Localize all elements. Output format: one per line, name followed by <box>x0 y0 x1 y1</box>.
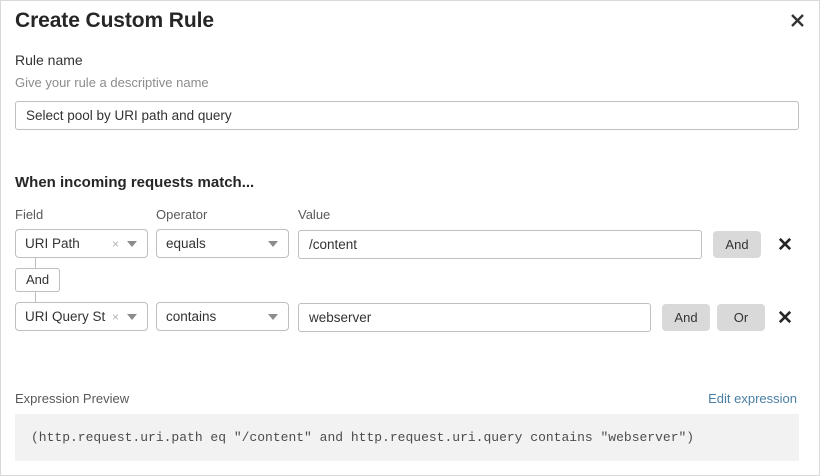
chevron-down-icon <box>268 240 278 247</box>
column-header-field: Field <box>15 207 44 222</box>
clear-icon[interactable]: × <box>111 236 119 251</box>
operator-select-value-row-2: contains <box>166 309 217 324</box>
edit-expression-link[interactable]: Edit expression <box>708 391 797 406</box>
expression-preview-box: (http.request.uri.path eq "/content" and… <box>15 414 799 461</box>
expression-preview-label: Expression Preview <box>15 391 130 406</box>
column-header-operator: Operator <box>156 207 208 222</box>
close-icon <box>778 237 792 251</box>
field-select-value-row-1: URI Path <box>25 236 80 251</box>
and-button-row-2[interactable]: And <box>662 304 710 331</box>
operator-select-value-row-1: equals <box>166 236 206 251</box>
close-icon <box>790 13 805 28</box>
close-button[interactable] <box>784 7 810 33</box>
or-button-row-2[interactable]: Or <box>717 304 765 331</box>
rule-name-input[interactable] <box>15 101 799 130</box>
delete-condition-button-row-1[interactable] <box>775 234 795 254</box>
rule-name-label: Rule name <box>15 52 83 68</box>
field-select-value-row-2: URI Query St... <box>25 309 106 324</box>
field-select-row-2[interactable]: URI Query St... × <box>15 302 148 331</box>
chevron-down-icon <box>268 313 278 320</box>
field-select-row-1[interactable]: URI Path × <box>15 229 148 258</box>
close-icon <box>778 310 792 324</box>
expression-preview-text: (http.request.uri.path eq "/content" and… <box>31 430 695 445</box>
delete-condition-button-row-2[interactable] <box>775 307 795 327</box>
operator-select-row-2[interactable]: contains <box>156 302 289 331</box>
value-input-row-2[interactable] <box>298 303 651 332</box>
clear-icon[interactable]: × <box>111 309 119 324</box>
rule-name-help-text: Give your rule a descriptive name <box>15 75 209 90</box>
condition-connector-chip[interactable]: And <box>15 268 61 292</box>
chevron-down-icon <box>127 313 137 320</box>
chevron-down-icon <box>127 240 137 247</box>
column-header-value: Value <box>298 207 331 222</box>
and-button-row-1[interactable]: And <box>713 231 761 258</box>
conditions-heading: When incoming requests match... <box>15 174 255 191</box>
page-title: Create Custom Rule <box>15 9 214 32</box>
operator-select-row-1[interactable]: equals <box>156 229 289 258</box>
value-input-row-1[interactable] <box>298 230 702 259</box>
